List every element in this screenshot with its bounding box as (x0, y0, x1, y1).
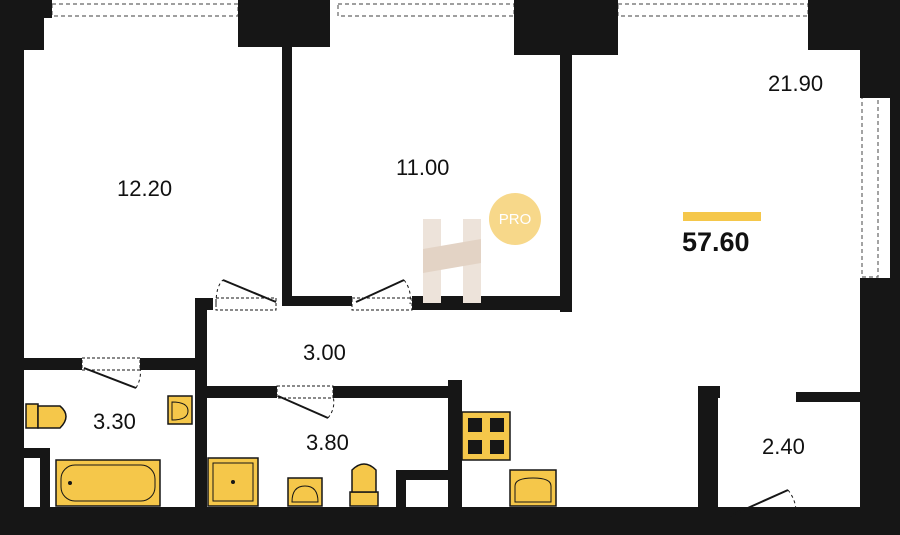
fixtures (25, 395, 557, 507)
sink-bathroom-basin (171, 401, 189, 421)
shower-drain (231, 480, 235, 484)
wall-storage-top-right (796, 392, 864, 402)
wall-shaft-left (396, 470, 406, 507)
kitchen-sink-basin (514, 477, 552, 503)
wall-top-pier-1 (238, 0, 330, 47)
wall-bath-left-stub-vertical (40, 448, 50, 507)
door-swing-storage (787, 489, 797, 513)
burner-1 (468, 418, 482, 432)
window-top-middle (337, 3, 515, 17)
kitchen-sink (509, 469, 557, 507)
door-leaf-storage (729, 489, 789, 517)
burner-2 (490, 418, 504, 432)
door-sill-bedroom1 (215, 297, 277, 311)
total-area-accent-bar (683, 212, 761, 221)
wall-bath2-top-left (195, 386, 277, 398)
wall-storage-left (698, 386, 718, 507)
wall-bath2-top-right (333, 386, 453, 398)
door-leaf-bathroom (83, 367, 137, 389)
door-sill-bedroom2 (351, 297, 413, 311)
pro-badge: PRO (489, 193, 541, 245)
room-area-bedroom-1: 12.20 (117, 176, 173, 201)
door-swing-bathroom2 (327, 395, 335, 419)
door-leaf-bedroom1 (222, 279, 277, 303)
toilet-tank-bathroom2 (349, 491, 379, 507)
wall-bedroom1-bottom (0, 358, 82, 370)
room-area-bathroom: 3.30 (93, 409, 136, 434)
wall-bottom (0, 507, 900, 535)
burner-4 (490, 440, 504, 454)
toilet-bowl-bathroom (37, 405, 67, 429)
wall-bath-left-stub (0, 448, 50, 458)
wall-right-thin (890, 90, 900, 290)
wall-hall-left-vertical (195, 298, 207, 507)
window-right (861, 94, 879, 278)
wall-storage-top-left (698, 386, 720, 398)
burner-3 (468, 440, 482, 454)
door-leaf-bedroom2 (355, 279, 405, 303)
door-leaf-bathroom2 (277, 395, 329, 419)
wall-top-column-left (24, 0, 44, 50)
room-area-storage: 2.40 (762, 434, 805, 459)
toilet-bowl-bathroom2 (351, 463, 377, 493)
door-swing-bedroom2 (403, 279, 411, 305)
room-area-bathroom-2: 3.80 (306, 430, 349, 455)
door-sill-bathroom (81, 357, 141, 371)
wall-right-lower (860, 278, 900, 535)
bathtub-drain (68, 481, 72, 485)
sink-bathroom2-basin (291, 485, 319, 503)
wall-bedroom2-living (560, 40, 572, 312)
wall-bedroom2-bottom-b (412, 296, 572, 310)
total-area: 57.60 (682, 227, 750, 257)
bathtub-inner (60, 464, 156, 502)
door-swing-bathroom (135, 365, 141, 389)
bathtub (55, 459, 161, 507)
room-area-bedroom-2: 11.00 (396, 155, 450, 180)
window-top-right (617, 3, 809, 17)
shower-tray-inner (212, 462, 254, 502)
room-area-living-kitchen: 21.90 (768, 71, 824, 96)
wall-bath2-right (448, 380, 462, 507)
room-area-hallway: 3.00 (303, 340, 346, 365)
window-top-left (51, 3, 239, 17)
wall-shaft-top (396, 470, 448, 480)
wall-left-outer (0, 0, 24, 535)
wall-bedroom1-bedroom2 (282, 40, 292, 302)
door-sill-bathroom2 (276, 385, 334, 399)
doors (81, 279, 797, 517)
wall-bath-top-right (140, 358, 207, 370)
watermark-logo (423, 219, 481, 303)
door-swing-bedroom1 (215, 279, 224, 305)
toilet-tank-bathroom (25, 403, 39, 429)
wall-right-upper (860, 30, 900, 98)
wall-bedroom2-bottom-a (282, 296, 352, 306)
